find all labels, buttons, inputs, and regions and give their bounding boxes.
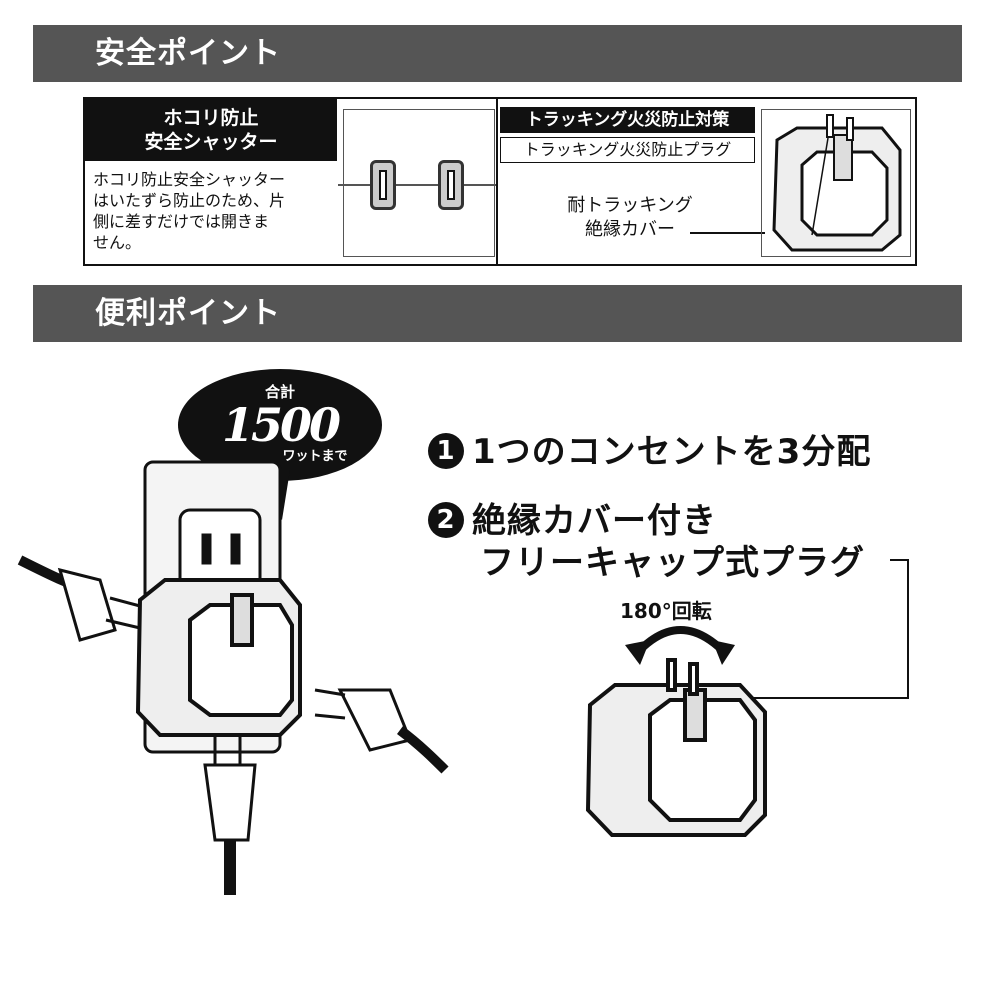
socket-slot-icon (370, 160, 396, 210)
point-number-badge: 2 (428, 502, 464, 538)
shutter-description: ホコリ防止安全シャッター はいたずら防止のため、片 側に差すだけでは開きま せん… (93, 169, 338, 253)
rotating-adapter-icon (585, 658, 767, 837)
adapter-illustration (761, 109, 911, 257)
wattage-bubble: 合計 1500 ワットまで (180, 383, 380, 465)
label-line2: 絶縁カバー (585, 219, 675, 240)
tap-adapter-icon (135, 578, 302, 737)
desc-line: 側に差すだけでは開きま (93, 212, 270, 231)
plug-right-icon (314, 688, 449, 774)
desc-line: ホコリ防止安全シャッター (93, 170, 286, 189)
shutter-title-line2: 安全シャッター (144, 131, 278, 153)
point-number-badge: 1 (428, 433, 464, 469)
point-text: フリーキャップ式プラグ (480, 543, 865, 583)
shutter-title: ホコリ防止 安全シャッター (85, 99, 337, 161)
shutter-title-line1: ホコリ防止 (163, 107, 259, 129)
safety-table: ホコリ防止 安全シャッター ホコリ防止安全シャッター はいたずら防止のため、片 … (83, 97, 917, 266)
point-text: 1つのコンセントを3分配 (472, 432, 872, 472)
rotate-arrow-icon (625, 626, 735, 665)
plug-bottom-icon (203, 735, 257, 895)
bubble-value: 1500 (221, 398, 341, 452)
label-line1: 耐トラッキング (567, 195, 693, 216)
desc-line: はいたずら防止のため、片 (93, 191, 286, 210)
bracket-line (745, 559, 909, 699)
tracking-subtitle: トラッキング火災防止プラグ (500, 137, 755, 163)
socket-slot-icon (438, 160, 464, 210)
desc-line: せん。 (93, 233, 142, 252)
tracking-title: トラッキング火災防止対策 (500, 107, 755, 133)
tracking-label: 耐トラッキング 絶縁カバー (545, 194, 715, 242)
convenience-points-header: 便利ポイント (33, 285, 962, 342)
safety-points-header: 安全ポイント (33, 25, 962, 82)
plug-left-icon (17, 555, 141, 642)
rotation-label: 180°回転 (620, 599, 712, 623)
bubble-top-text: 合計 (264, 383, 295, 401)
tap-adapter-icon (772, 114, 902, 252)
shutter-illustration (338, 109, 498, 257)
point-text: 絶縁カバー付き (472, 501, 717, 541)
bubble-unit: ワットまで (282, 449, 348, 464)
